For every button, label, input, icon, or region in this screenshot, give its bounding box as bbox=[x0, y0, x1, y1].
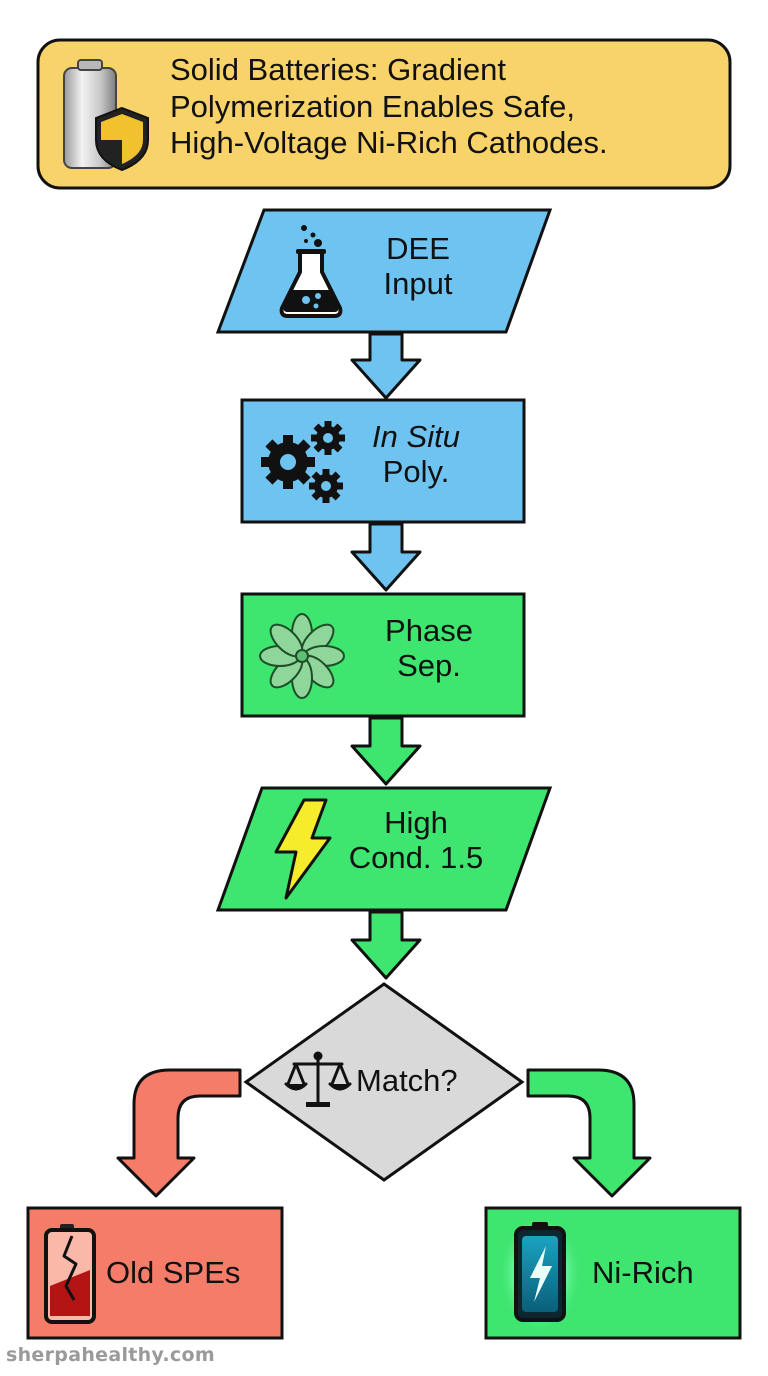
ni-rich-label: Ni-Rich bbox=[592, 1255, 694, 1290]
arrow-cond-to-match bbox=[350, 910, 422, 980]
charged-battery-icon bbox=[498, 1214, 582, 1334]
title-line-3: High-Voltage Ni-Rich Cathodes. bbox=[170, 125, 608, 161]
arrow-phase-to-cond bbox=[350, 716, 422, 786]
gears-icon bbox=[261, 421, 345, 503]
match-decision-node bbox=[243, 982, 525, 1182]
broken-battery-icon bbox=[44, 1224, 96, 1324]
high-cond-label: High Cond. 1.5 bbox=[318, 805, 514, 875]
title-text: Solid Batteries: Gradient Polymerization… bbox=[170, 52, 710, 162]
title-line-2: Polymerization Enables Safe, bbox=[170, 88, 575, 124]
watermark-text: sherpahealthy.com bbox=[6, 1344, 215, 1366]
balance-scale-icon bbox=[284, 1051, 352, 1107]
title-box bbox=[36, 38, 732, 190]
high-cond-line-2: Cond. 1.5 bbox=[348, 839, 484, 875]
title-line-1: Solid Batteries: Gradient bbox=[170, 52, 507, 87]
arrow-to-ni-rich bbox=[526, 1068, 652, 1198]
high-cond-line-1: High bbox=[384, 805, 448, 840]
lightning-icon bbox=[274, 798, 332, 900]
dee-input-label: DEE Input bbox=[350, 231, 486, 301]
dee-input-line-2: Input bbox=[383, 265, 453, 301]
flask-icon bbox=[279, 225, 343, 318]
in-situ-poly-label: In Situ Poly. bbox=[346, 419, 486, 489]
phase-sep-line-2: Sep. bbox=[397, 647, 461, 683]
in-situ-poly-line-2: Poly. bbox=[382, 453, 450, 489]
flower-icon bbox=[259, 613, 345, 699]
in-situ-poly-line-1: In Situ bbox=[372, 419, 460, 454]
arrow-poly-to-phase bbox=[350, 522, 422, 592]
phase-sep-line-1: Phase bbox=[385, 613, 473, 648]
arrow-dee-to-poly bbox=[350, 332, 422, 400]
phase-sep-label: Phase Sep. bbox=[346, 613, 512, 683]
dee-input-line-1: DEE bbox=[386, 231, 450, 266]
battery-shield-icon bbox=[63, 59, 149, 172]
arrow-to-old-spes bbox=[116, 1068, 242, 1198]
match-label: Match? bbox=[356, 1063, 458, 1098]
old-spes-label: Old SPEs bbox=[106, 1255, 241, 1290]
